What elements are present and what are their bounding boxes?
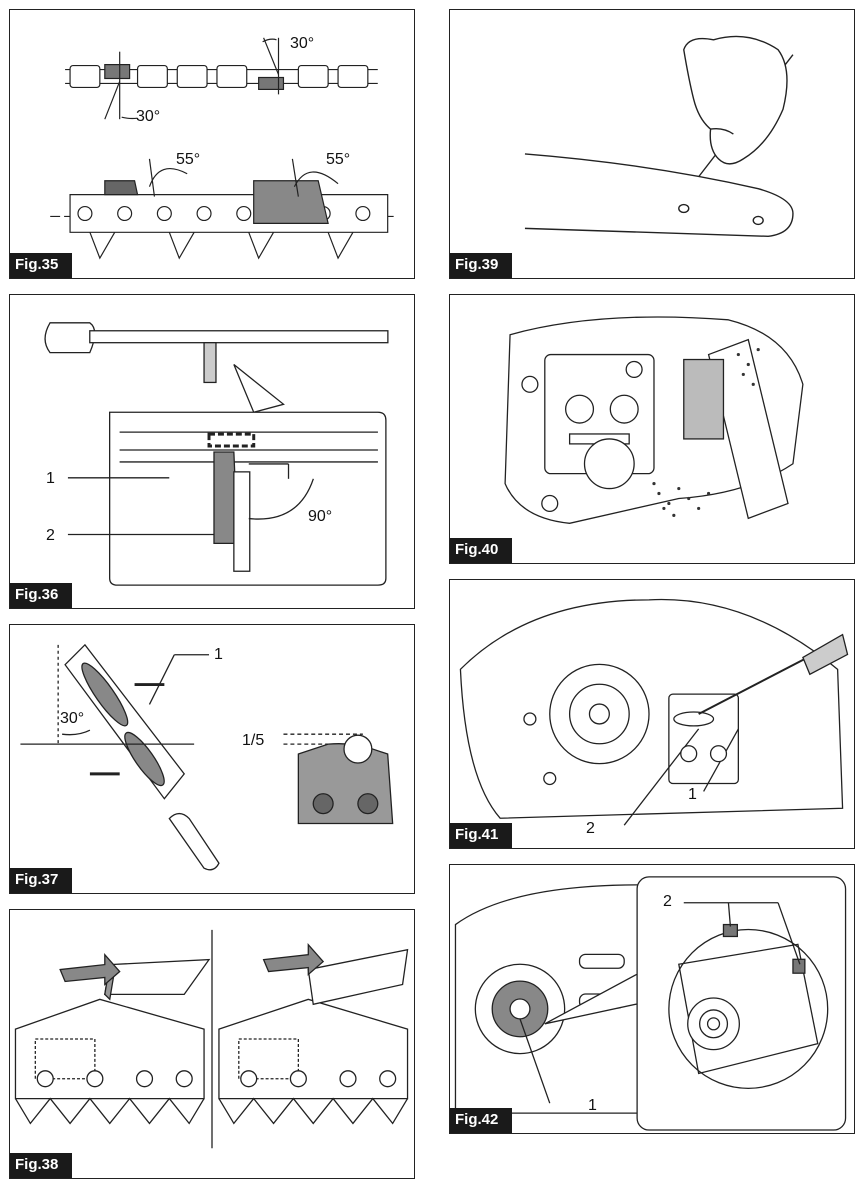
angle-label-bottom-right: 55° bbox=[326, 151, 351, 168]
figure-label: Fig.40 bbox=[450, 538, 513, 563]
figure-label: Fig.41 bbox=[450, 823, 513, 848]
figure-35-panel: 30° 30° 55° 55° Fig.35 bbox=[9, 9, 415, 279]
angle-label: 30° bbox=[60, 710, 85, 727]
oil-hole-cleaning-illustration bbox=[459, 598, 849, 826]
callout-1: 1 bbox=[46, 470, 55, 487]
angle-label-top-right: 30° bbox=[290, 35, 315, 52]
callout-1: 1 bbox=[588, 1097, 597, 1114]
callout-1: 1 bbox=[688, 786, 697, 803]
round-file-angle-diagram bbox=[20, 643, 394, 871]
ratio-label: 1/5 bbox=[242, 732, 265, 749]
figure-41-panel: 1 2 Fig.41 bbox=[449, 579, 855, 849]
figure-37-panel: 1 30° 1/5 Fig.37 bbox=[9, 624, 415, 894]
figure-label: Fig.38 bbox=[10, 1153, 73, 1178]
figure-label: Fig.35 bbox=[10, 253, 73, 278]
callout-2: 2 bbox=[663, 893, 672, 910]
figure-label: Fig.36 bbox=[10, 583, 73, 608]
angle-label-top-left: 30° bbox=[136, 108, 161, 125]
file-holder-angle-diagram bbox=[44, 322, 389, 586]
angle-label-bottom-left: 55° bbox=[176, 151, 201, 168]
figure-label: Fig.42 bbox=[450, 1108, 513, 1133]
sprocket-inspection-illustration bbox=[454, 876, 847, 1131]
sprocket-cleaning-illustration bbox=[504, 316, 804, 524]
figure-40-panel: Fig.40 bbox=[449, 294, 855, 564]
depth-gauge-filing-diagram bbox=[14, 929, 409, 1149]
figure-label: Fig.39 bbox=[450, 253, 513, 278]
callout-2: 2 bbox=[46, 527, 55, 544]
callout-1: 1 bbox=[214, 646, 223, 663]
figure-36-panel: 1 2 90° Fig.36 bbox=[9, 294, 415, 609]
figure-label: Fig.37 bbox=[10, 868, 73, 893]
callout-2: 2 bbox=[586, 820, 595, 837]
figure-42-panel: 1 2 Fig.42 bbox=[449, 864, 855, 1134]
saw-chain-angle-diagram bbox=[50, 37, 398, 260]
figure-38-panel: Fig.38 bbox=[9, 909, 415, 1179]
figure-39-panel: Fig.39 bbox=[449, 9, 855, 279]
angle-label: 90° bbox=[308, 508, 333, 525]
guide-bar-cleaning-illustration bbox=[524, 35, 794, 238]
